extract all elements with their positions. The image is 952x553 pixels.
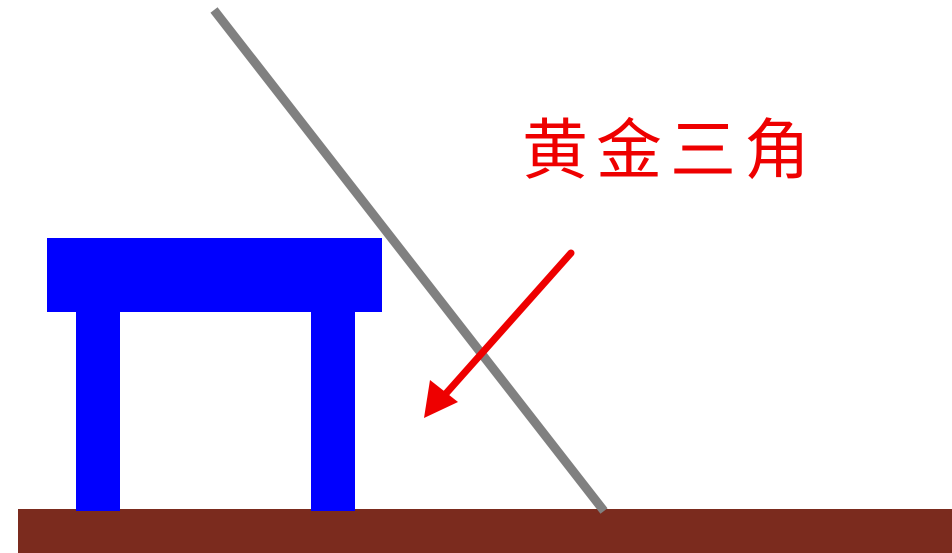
table-leg-left (76, 305, 120, 511)
leaning-ladder (210, 7, 608, 514)
arrow-shaft (438, 249, 575, 402)
golden-triangle-label: 黄金三角 (522, 112, 818, 189)
arrow-down-left-icon (424, 249, 575, 418)
table-leg-right (311, 305, 355, 511)
arrow-head (424, 380, 458, 418)
floor (18, 509, 952, 553)
table-top (47, 238, 382, 312)
